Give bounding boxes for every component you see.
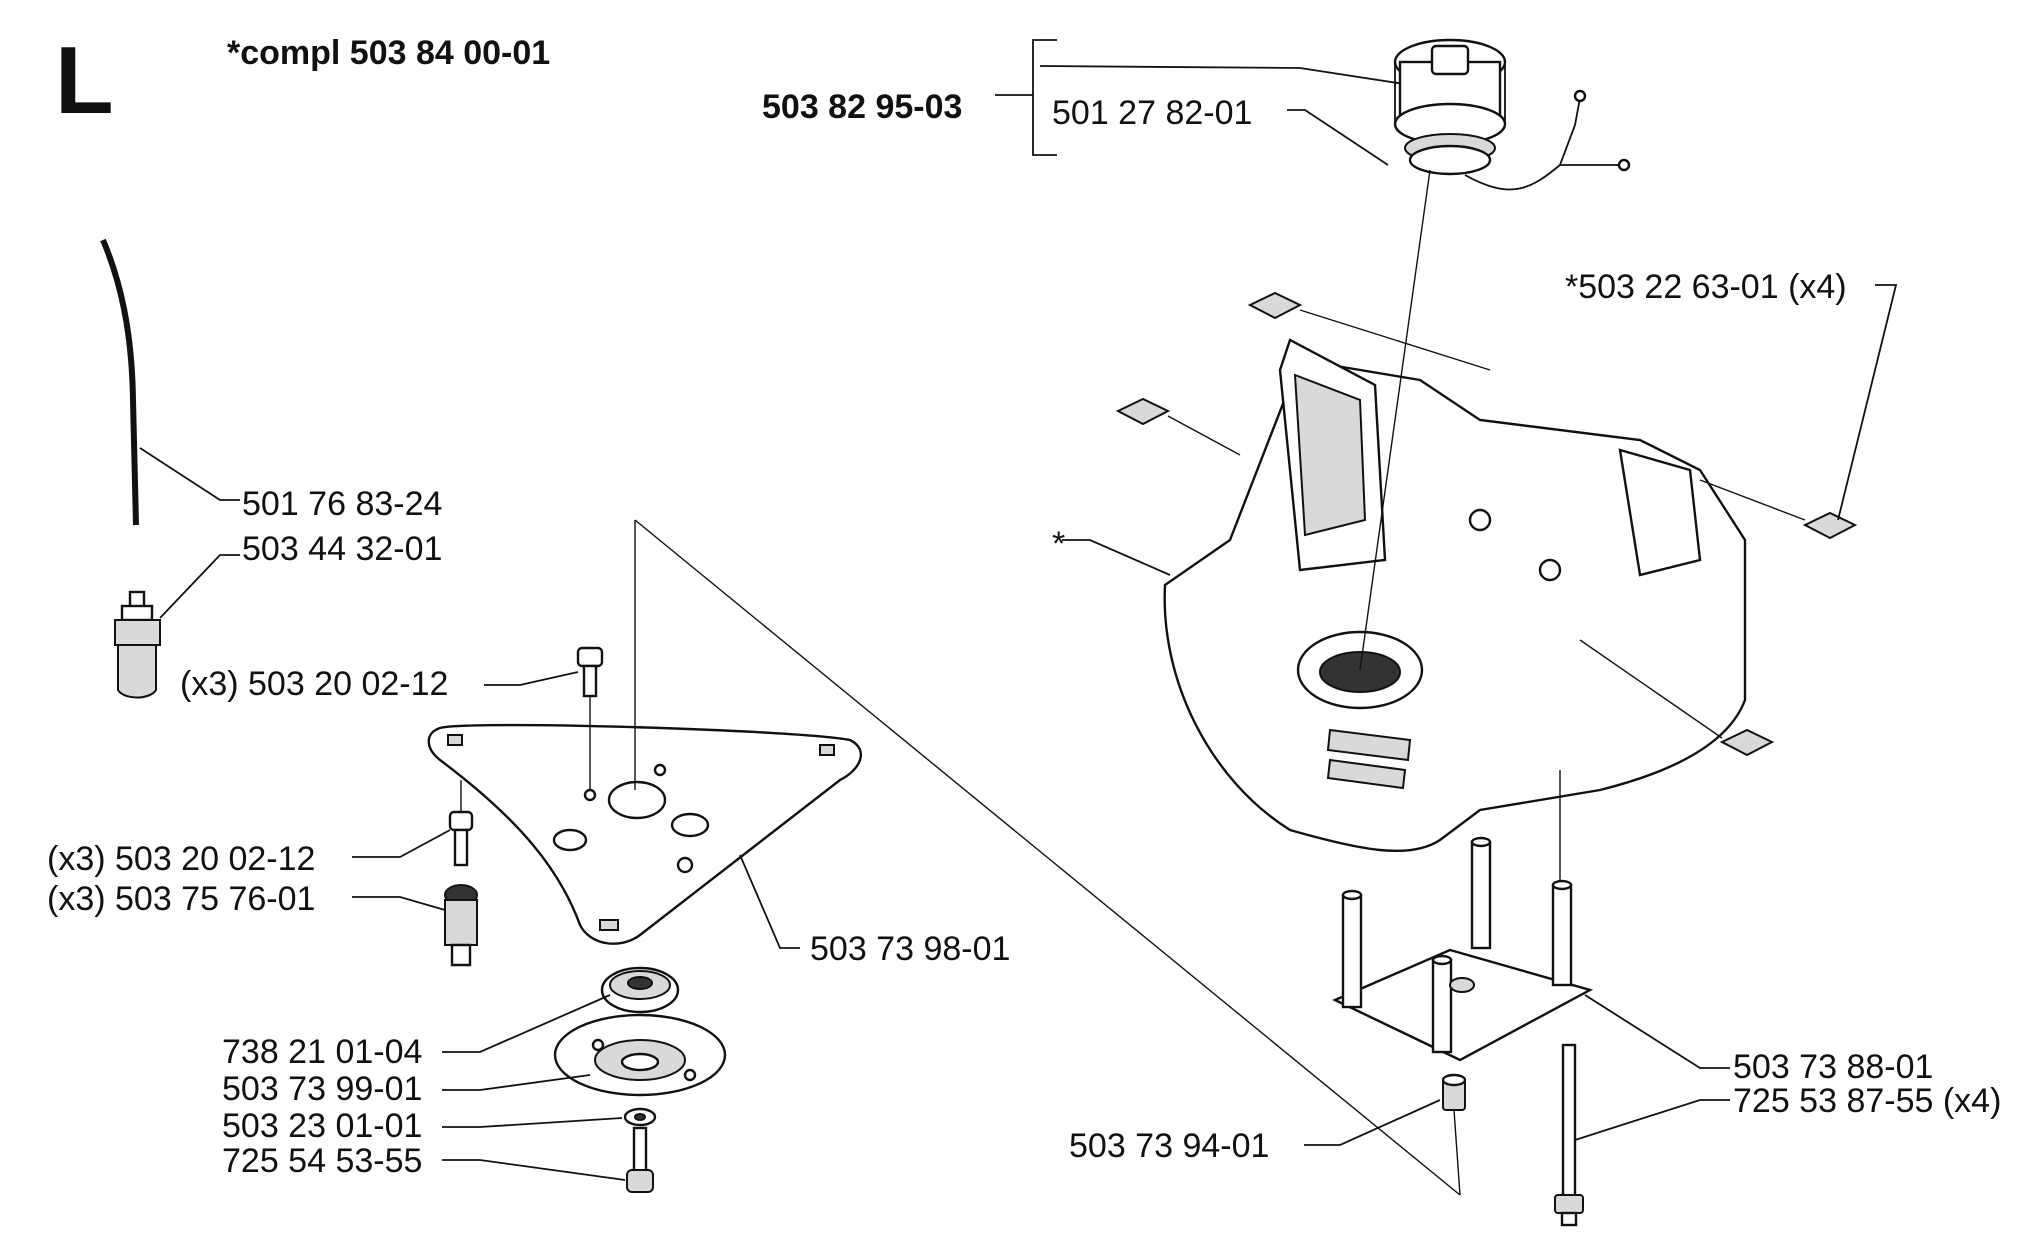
- section-letter: L: [55, 27, 114, 134]
- label-fuel-hose: 501 76 83-24: [242, 485, 442, 523]
- clip-nut-icons: [1115, 284, 1898, 757]
- label-bearing: 738 21 01-04: [222, 1033, 422, 1071]
- label-screw-left: (x3) 503 20 02-12: [47, 840, 315, 878]
- tank-leader: [1062, 539, 1171, 576]
- label-plate: 503 73 98-01: [810, 930, 1010, 968]
- label-post-frame: 503 73 88-01: [1733, 1048, 1933, 1086]
- label-tank-marker: *: [1052, 525, 1065, 563]
- label-screw-top: (x3) 503 20 02-12: [180, 665, 448, 703]
- assembly-note: *compl 503 84 00-01: [227, 34, 550, 72]
- mounting-plate-illustration: [427, 519, 1461, 1196]
- screw-top-illustration: [484, 646, 604, 790]
- bearing-illustration: [442, 966, 680, 1053]
- label-spacer: 503 73 94-01: [1069, 1127, 1269, 1165]
- label-fuel-cap-kit: 503 82 95-03: [762, 88, 962, 126]
- post-frame-illustration: [1332, 836, 1730, 1069]
- spacer-illustration: [1304, 1073, 1467, 1196]
- screw-bottom-illustration: [442, 1126, 654, 1193]
- label-washer: 503 23 01-01: [222, 1107, 422, 1145]
- fuel-cap-illustration: [995, 38, 1631, 191]
- label-fuel-cap: 501 27 82-01: [1052, 94, 1252, 132]
- label-damper: (x3) 503 75 76-01: [47, 880, 315, 918]
- label-clip-nut: *503 22 63-01 (x4): [1565, 268, 1847, 306]
- fuel-filter-illustration: [114, 554, 240, 699]
- washer-illustration: [442, 1107, 657, 1128]
- label-screw-bottom: 725 54 53-55: [222, 1142, 422, 1180]
- fuel-tank-illustration: [1163, 169, 1747, 900]
- label-flange: 503 73 99-01: [222, 1070, 422, 1108]
- label-fuel-filter: 503 44 32-01: [242, 530, 442, 568]
- label-bolt: 725 53 87-55 (x4): [1733, 1082, 2001, 1120]
- fuel-hose-illustration: [100, 238, 240, 526]
- flange-illustration: [442, 1013, 727, 1097]
- screw-left-illustration: [352, 780, 474, 867]
- damper-illustration: [352, 884, 478, 967]
- bolt-illustration: [1554, 1043, 1730, 1227]
